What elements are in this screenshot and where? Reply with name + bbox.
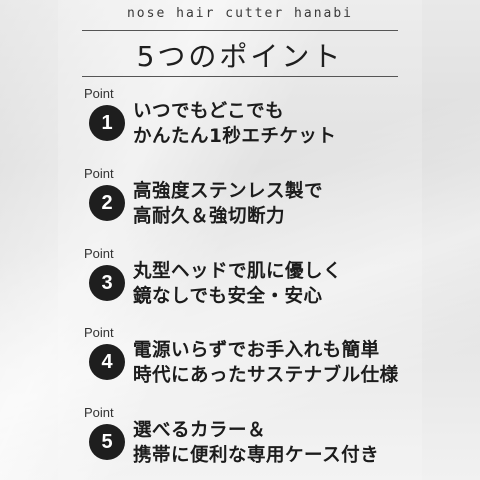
point-text-line-1: 高強度ステンレス製で bbox=[133, 181, 324, 202]
number-badge: 1 bbox=[89, 105, 125, 141]
point-text-line-1: 電源いらずでお手入れも簡単 bbox=[133, 340, 380, 361]
point-text-line-1: 丸型ヘッドで肌に優しく bbox=[133, 261, 343, 282]
point-item-4: Point 4 電源いらずでお手入れも簡単 時代にあったサステナブル仕様 bbox=[84, 325, 424, 395]
point-label: Point bbox=[84, 166, 114, 181]
point-label: Point bbox=[84, 325, 114, 340]
point-text-line-2: 時代にあったサステナブル仕様 bbox=[133, 365, 399, 386]
title-rule-bottom bbox=[82, 76, 398, 77]
point-label: Point bbox=[84, 405, 114, 420]
number-badge: 3 bbox=[89, 265, 125, 301]
point-item-5: Point 5 選べるカラー＆ 携帯に便利な専用ケース付き bbox=[84, 405, 424, 475]
number-badge: 5 bbox=[89, 424, 125, 460]
point-label: Point bbox=[84, 86, 114, 101]
point-item-1: Point 1 いつでもどこでも かんたん1秒エチケット bbox=[84, 86, 424, 156]
point-text-line-2: 高耐久＆強切断力 bbox=[133, 206, 286, 227]
point-item-3: Point 3 丸型ヘッドで肌に優しく 鏡なしでも安全・安心 bbox=[84, 246, 424, 316]
point-text-line-2: 鏡なしでも安全・安心 bbox=[133, 286, 323, 307]
point-item-2: Point 2 高強度ステンレス製で 高耐久＆強切断力 bbox=[84, 166, 424, 236]
number-badge: 2 bbox=[89, 185, 125, 221]
point-text-line-1: いつでもどこでも bbox=[133, 101, 285, 122]
point-text-line-2: かんたん1秒エチケット bbox=[133, 126, 337, 147]
brand-text: nose hair cutter hanabi bbox=[126, 6, 353, 21]
point-label: Point bbox=[84, 246, 114, 261]
point-text-line-2: 携帯に便利な専用ケース付き bbox=[133, 445, 380, 466]
content-panel bbox=[58, 0, 422, 480]
title-rule-top bbox=[82, 30, 398, 31]
point-text-line-1: 選べるカラー＆ bbox=[133, 420, 267, 441]
page-title: 5つのポイント bbox=[136, 40, 344, 73]
number-badge: 4 bbox=[89, 344, 125, 380]
